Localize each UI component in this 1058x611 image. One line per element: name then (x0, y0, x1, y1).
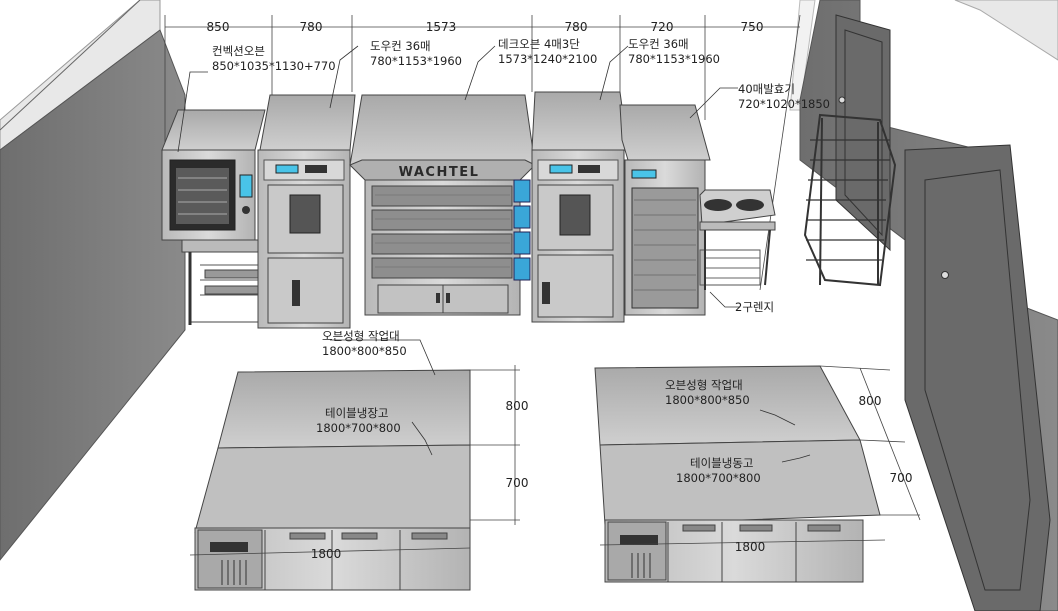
two-burner-range (699, 189, 776, 290)
worktable-right-name: 오븐성형 작업대 (665, 378, 743, 392)
worktable-left-size: 1800*800*850 (322, 344, 407, 358)
left-depth-bottom-dim: 700 (506, 476, 529, 490)
dim-780-left: 780 (300, 20, 323, 34)
freezer-table-right-name: 테이블냉동고 (690, 456, 753, 470)
right-width-dim: 1800 (735, 540, 766, 554)
convection-oven (161, 109, 273, 325)
convection-oven-size: 850*1035*1130+770 (212, 59, 336, 73)
range-name: 2구렌지 (735, 300, 774, 314)
dough-conditioner-left-name: 도우컨 36매 (370, 39, 431, 53)
dim-850: 850 (207, 20, 230, 34)
leader-lines (177, 45, 811, 463)
deck-oven: WACHTEL (349, 94, 536, 316)
top-dimension-lines (164, 14, 801, 291)
fridge-table-left-name: 테이블냉장고 (325, 406, 388, 420)
worktable-right-size: 1800*800*850 (665, 393, 750, 407)
fridge-table-left-size: 1800*700*800 (316, 421, 401, 435)
right-wall-top (954, 0, 1058, 61)
lower-door (904, 144, 1051, 611)
proofer-name: 40매발효기 (738, 82, 795, 96)
freezer-table-right-size: 1800*700*800 (676, 471, 761, 485)
left-depth-top-dim: 800 (506, 399, 529, 413)
dim-720: 720 (651, 20, 674, 34)
dim-1573: 1573 (426, 20, 457, 34)
dough-conditioner-right (531, 91, 629, 323)
right-depth-top-dim: 800 (859, 394, 882, 408)
brand-label: WACHTEL (399, 165, 480, 180)
deck-oven-name: 데크오븐 4매3단 (498, 37, 580, 51)
pan-rack (803, 113, 897, 287)
worktable-left-name: 오븐성형 작업대 (322, 329, 400, 343)
right-depth-bottom-dim: 700 (890, 471, 913, 485)
right-table-dims (599, 365, 921, 546)
right-work-table (594, 365, 881, 583)
dim-750: 750 (741, 20, 764, 34)
deck-oven-size: 1573*1240*2100 (498, 52, 597, 66)
dough-conditioner-left (257, 94, 356, 329)
dim-780-right: 780 (565, 20, 588, 34)
upper-door (835, 14, 891, 252)
convection-oven-name: 컨벡션오븐 (212, 44, 265, 58)
left-table-dims (189, 365, 520, 556)
dough-conditioner-right-name: 도우컨 36매 (628, 37, 689, 51)
dough-conditioner-right-size: 780*1153*1960 (628, 52, 720, 66)
dough-conditioner-left-size: 780*1153*1960 (370, 54, 462, 68)
left-width-dim: 1800 (311, 547, 342, 561)
left-work-table (194, 369, 471, 591)
proofer-size: 720*1020*1850 (738, 97, 830, 111)
proofer (619, 104, 711, 316)
